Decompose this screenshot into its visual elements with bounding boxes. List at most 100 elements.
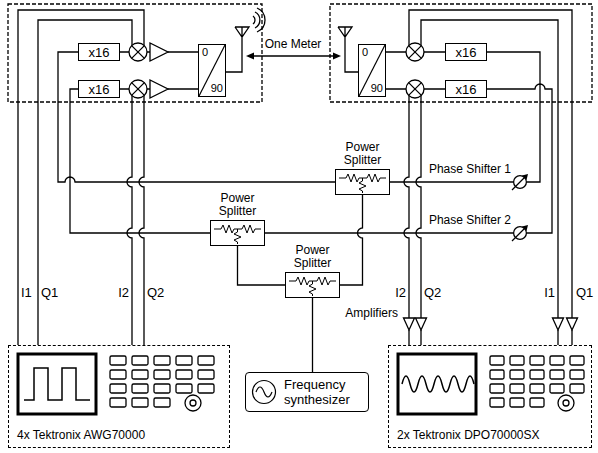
phase-shifter: Phase Shifter 2 [513, 226, 527, 240]
rf-line [390, 181, 513, 182]
signal-label: Q1 [576, 285, 593, 300]
signal-wire [18, 10, 144, 345]
instrument-button [530, 384, 544, 393]
mixer-symbol [409, 46, 422, 59]
instrument-panel: 4x Tektronix AWG70000 [8, 345, 230, 448]
instrument-button [198, 384, 214, 393]
node-text: x16 [456, 82, 477, 97]
sine-wave [402, 376, 474, 392]
instrument-button [510, 384, 524, 393]
distance-arrow [333, 53, 341, 60]
signal-wire [409, 10, 572, 345]
instrument-button [198, 370, 214, 379]
instrument-button [110, 384, 126, 393]
instrument-button [570, 384, 584, 393]
phase-shifter-arrow [522, 174, 528, 180]
instrument-button [132, 398, 148, 407]
mixer-symbol [129, 43, 147, 61]
node-text: Power Splitter [278, 244, 348, 270]
signal-label: Q2 [147, 285, 164, 300]
receiver-frame [330, 4, 592, 102]
signal-wire [416, 96, 421, 345]
node-text: Phase Shifter 2 [429, 214, 511, 227]
node-text: Frequency synthesizer [284, 377, 360, 407]
phase-shifter: Phase Shifter 1 [513, 175, 527, 189]
oscillator-symbol [253, 381, 276, 404]
instrument-button [490, 384, 504, 393]
instrument-button [490, 370, 504, 379]
node-text: 0 [202, 47, 208, 58]
multiplier-box: x16 [445, 80, 487, 98]
phase-shifter-symbol [513, 175, 527, 189]
instrument-knob [563, 400, 569, 406]
multiplier-box: x16 [78, 80, 120, 98]
hybrid-coupler: 0 90 [198, 44, 226, 97]
square-wave [24, 368, 90, 400]
node-text: 4x Tektronix AWG70000 [17, 428, 145, 442]
signal-label: Q1 [41, 285, 58, 300]
resistor-symbol [289, 277, 336, 296]
instrument-knob [190, 400, 196, 406]
amplifier-symbol [404, 318, 415, 330]
oscillator-symbol [251, 379, 277, 405]
instrument-button [510, 398, 524, 407]
instrument-knob [185, 395, 201, 411]
node-text: x16 [89, 45, 110, 60]
instrument-button [550, 356, 564, 365]
signal-label: I2 [395, 285, 406, 300]
instrument-button [510, 356, 524, 365]
instrument-button [550, 370, 564, 379]
signal-label: I1 [544, 285, 555, 300]
instrument-button [110, 370, 126, 379]
signal-label: Q2 [424, 285, 441, 300]
signal-label: I2 [118, 285, 129, 300]
oscillator-symbol [256, 387, 272, 397]
instrument-button [132, 370, 148, 379]
instrument-button [530, 356, 544, 365]
instrument-button [132, 356, 148, 365]
instrument-button [110, 356, 126, 365]
instrument-button [176, 384, 192, 393]
radiation-arcs [253, 8, 265, 32]
mixer-symbol [129, 80, 147, 98]
phase-shifter-arrow [522, 225, 528, 231]
resistor-symbol [336, 170, 391, 196]
distance-arrow [246, 53, 254, 60]
instrument-button [530, 398, 544, 407]
node-text: x16 [89, 82, 110, 97]
instrument-button [570, 370, 584, 379]
instrument-button [198, 356, 214, 365]
amplifier-symbol [567, 318, 578, 330]
node-text: x16 [456, 45, 477, 60]
mixer-symbol [132, 46, 145, 59]
node-text: 90 [211, 83, 223, 94]
signal-wire [139, 96, 144, 345]
resistor-symbol [339, 174, 386, 193]
resistor-symbol [211, 221, 266, 247]
instrument-knob [558, 395, 574, 411]
power-splitter: Power Splitter [285, 272, 340, 298]
rf-line [265, 232, 513, 233]
component-label: Amplifiers [345, 306, 398, 321]
signal-label: I1 [21, 285, 32, 300]
mixer-symbol [132, 83, 145, 96]
hybrid-divider [199, 45, 225, 96]
amplifier-symbol [150, 43, 168, 61]
phase-shifter-arrow [512, 228, 526, 242]
multiplier-box: x16 [78, 43, 120, 61]
rf-line [70, 89, 210, 233]
instrument-button [510, 370, 524, 379]
amplifier-symbol [416, 318, 427, 330]
distance-label: One Meter [265, 37, 322, 52]
instrument-button [570, 356, 584, 365]
resistor-symbol [286, 273, 341, 299]
instrument-button [550, 384, 564, 393]
instrument-button [490, 398, 504, 407]
node-text: Phase Shifter 1 [429, 163, 511, 176]
power-splitter: Power Splitter [210, 220, 265, 246]
resistor-symbol [214, 225, 261, 244]
distance-arrow [250, 55, 337, 56]
rf-line [238, 246, 286, 285]
rf-line [58, 52, 335, 182]
hybrid-divider [359, 45, 385, 96]
